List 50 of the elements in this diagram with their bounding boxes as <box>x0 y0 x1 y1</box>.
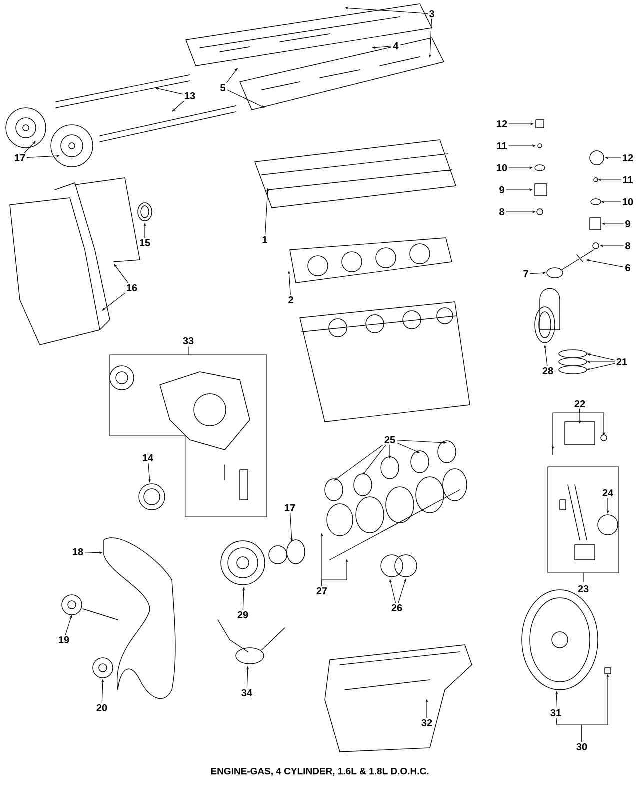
callout-number: 25 <box>382 434 398 446</box>
callout-number: 16 <box>124 282 140 294</box>
callout-number: 31 <box>548 708 564 718</box>
leader-line <box>172 100 184 112</box>
callout-number: 11 <box>621 175 635 185</box>
leader-line <box>363 444 386 475</box>
callout-number: 12 <box>620 153 636 163</box>
callout-number: 33 <box>183 337 194 345</box>
callout-number: 17 <box>282 503 298 513</box>
leader-line <box>102 292 126 311</box>
callout-number: 3 <box>428 8 436 20</box>
callout-number: 14 <box>140 453 156 463</box>
callout-number: 10 <box>620 196 636 208</box>
callout-number: 28 <box>540 366 556 376</box>
leader-line <box>24 141 36 154</box>
leader-line <box>226 68 238 84</box>
callout-number: 4 <box>392 41 400 51</box>
callout-number: 5 <box>218 83 228 93</box>
callout-number: 17 <box>12 153 28 163</box>
callout-number: 1 <box>260 235 270 245</box>
callout-number: 9 <box>624 218 632 230</box>
callout-number: 11 <box>495 141 509 151</box>
callout-number: 8 <box>624 240 632 252</box>
callout-number: 23 <box>578 585 589 593</box>
leader-line <box>334 444 384 481</box>
callout-number: 18 <box>70 546 86 558</box>
leader-line <box>114 264 128 284</box>
leader-line <box>396 442 420 453</box>
callout-number: 7 <box>522 269 530 279</box>
callout-number: 30 <box>574 742 590 752</box>
callout-number: 21 <box>614 357 630 367</box>
callout-number: 24 <box>600 488 616 498</box>
callout-number: 8 <box>498 206 506 218</box>
caption: ENGINE-GAS, 4 CYLINDER, 1.6L & 1.8L D.O.H.C. <box>211 768 429 776</box>
callout-number: 9 <box>498 184 506 196</box>
callout-number: 6 <box>624 262 632 274</box>
callout-number: 19 <box>56 634 72 646</box>
callout-number: 10 <box>494 162 510 174</box>
callout-number: 29 <box>236 610 250 620</box>
callout-number: 26 <box>390 602 404 614</box>
callout-number: 20 <box>94 702 110 714</box>
leader-line <box>227 90 265 108</box>
callout-number: 32 <box>420 718 434 728</box>
callout-number: 34 <box>240 688 254 698</box>
callout-number: 2 <box>286 295 296 305</box>
callout-number: 27 <box>314 586 330 596</box>
callout-number: 22 <box>572 399 588 409</box>
callout-number: 13 <box>182 90 198 102</box>
callout-number: 12 <box>494 119 510 129</box>
callout-number: 15 <box>138 238 152 248</box>
